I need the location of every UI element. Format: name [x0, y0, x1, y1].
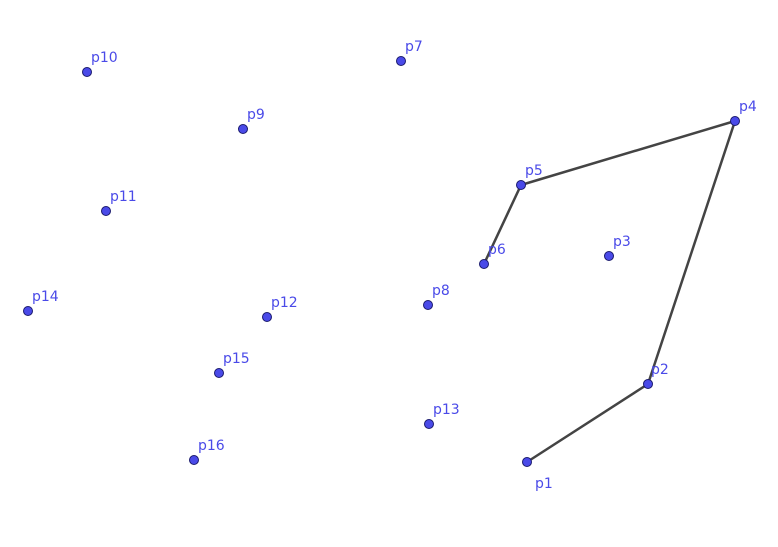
- point-label-p11: p11: [110, 189, 137, 205]
- point-marker-p14[interactable]: [23, 306, 33, 316]
- point-p3[interactable]: p3: [604, 234, 631, 261]
- point-p1[interactable]: p1: [522, 457, 553, 493]
- point-label-p13: p13: [433, 402, 460, 418]
- point-marker-p10[interactable]: [82, 67, 92, 77]
- segment-p5-p6[interactable]: [482, 183, 523, 266]
- point-marker-p5[interactable]: [516, 180, 526, 190]
- point-label-p12: p12: [271, 295, 298, 311]
- point-p16[interactable]: p16: [189, 438, 225, 465]
- segment-p4-p5[interactable]: [519, 119, 737, 187]
- point-label-p5: p5: [525, 163, 543, 179]
- polyline-segments: [482, 119, 737, 464]
- point-label-p14: p14: [32, 289, 59, 305]
- point-p7[interactable]: p7: [396, 39, 423, 66]
- point-label-p9: p9: [247, 107, 265, 123]
- point-p10[interactable]: p10: [82, 50, 118, 77]
- point-label-p7: p7: [405, 39, 423, 55]
- point-p13[interactable]: p13: [424, 402, 460, 429]
- point-marker-p7[interactable]: [396, 56, 406, 66]
- point-marker-p9[interactable]: [238, 124, 248, 134]
- point-marker-p12[interactable]: [262, 312, 272, 322]
- point-label-p2: p2: [651, 362, 669, 378]
- point-marker-p11[interactable]: [101, 206, 111, 216]
- point-label-p10: p10: [91, 50, 118, 66]
- point-p14[interactable]: p14: [23, 289, 59, 316]
- point-marker-p6[interactable]: [479, 259, 489, 269]
- point-p15[interactable]: p15: [214, 351, 250, 378]
- segment-p2-p4[interactable]: [646, 119, 737, 386]
- point-label-p1: p1: [535, 476, 553, 492]
- point-p6[interactable]: p6: [479, 242, 506, 269]
- point-p5[interactable]: p5: [516, 163, 543, 190]
- point-marker-p15[interactable]: [214, 368, 224, 378]
- point-marker-p2[interactable]: [643, 379, 653, 389]
- point-marker-p16[interactable]: [189, 455, 199, 465]
- point-marker-p13[interactable]: [424, 419, 434, 429]
- point-p12[interactable]: p12: [262, 295, 298, 322]
- point-p2[interactable]: p2: [643, 362, 669, 389]
- point-p8[interactable]: p8: [423, 283, 450, 310]
- point-label-p16: p16: [198, 438, 225, 454]
- point-p11[interactable]: p11: [101, 189, 137, 216]
- point-label-p8: p8: [432, 283, 450, 299]
- point-p4[interactable]: p4: [730, 99, 757, 126]
- point-marker-p3[interactable]: [604, 251, 614, 261]
- point-label-p4: p4: [739, 99, 757, 115]
- point-label-p3: p3: [613, 234, 631, 250]
- point-set: p1 p2 p3 p4 p5 p6 p7 p8 p9 p10 p11 p12 p13 p14 p15 p16: [23, 39, 757, 493]
- segment-p1-p2[interactable]: [525, 382, 650, 464]
- point-label-p15: p15: [223, 351, 250, 367]
- point-label-p6: p6: [488, 242, 506, 258]
- point-marker-p8[interactable]: [423, 300, 433, 310]
- point-marker-p1[interactable]: [522, 457, 532, 467]
- point-p9[interactable]: p9: [238, 107, 265, 134]
- point-marker-p4[interactable]: [730, 116, 740, 126]
